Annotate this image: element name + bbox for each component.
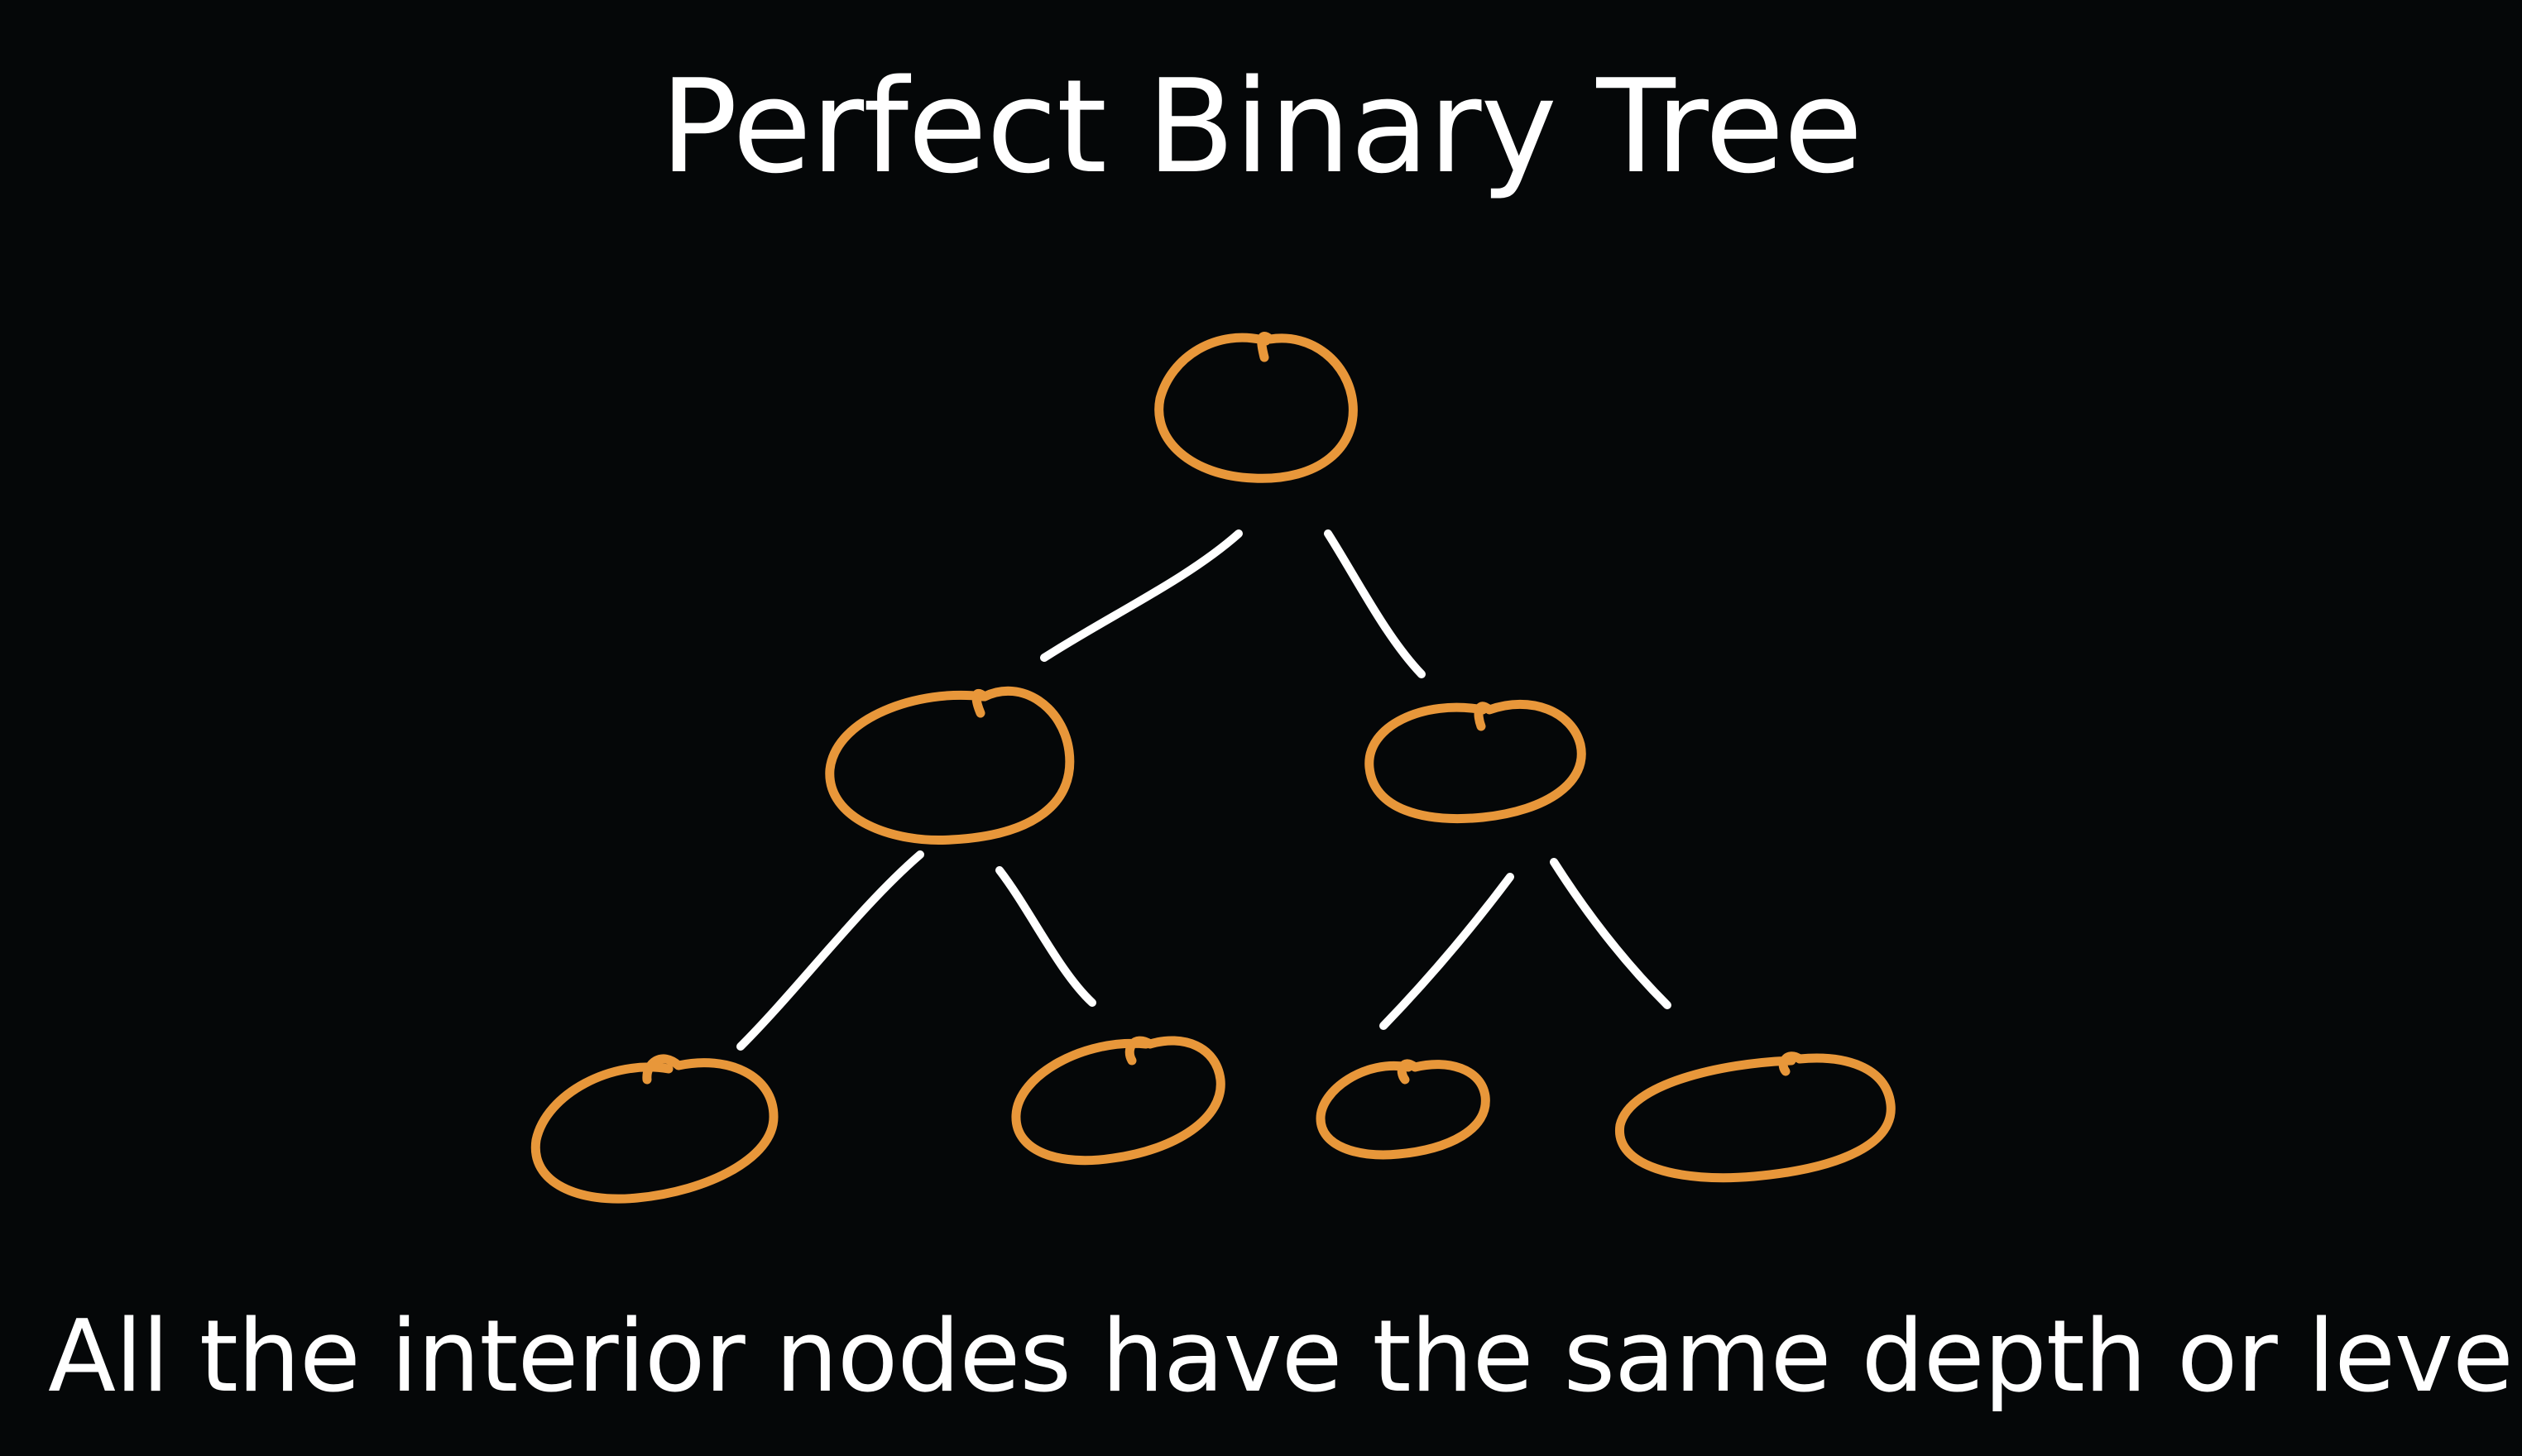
tree-node-leaf-1 <box>530 1054 779 1204</box>
tree-node-leaf-2 <box>1011 1036 1225 1166</box>
edge-root-left <box>1040 529 1243 662</box>
diagram-caption: All the interior nodes have the same dep… <box>48 1300 2522 1415</box>
tree-node-leaf-4 <box>1615 1051 1896 1183</box>
tree-node-right-child <box>1364 699 1586 824</box>
diagram-title: Perfect Binary Tree <box>659 51 1863 202</box>
edge-right-leftleaf <box>1379 873 1514 1030</box>
edge-left-leftleaf <box>736 850 924 1051</box>
tree-node-root <box>1154 332 1358 483</box>
edge-right-rightleaf <box>1550 858 1671 1009</box>
tree-node-leaf-3 <box>1316 1059 1490 1160</box>
edge-root-right <box>1324 529 1426 678</box>
tree-node-left-child <box>825 686 1075 845</box>
edge-left-rightleaf <box>995 866 1096 1007</box>
